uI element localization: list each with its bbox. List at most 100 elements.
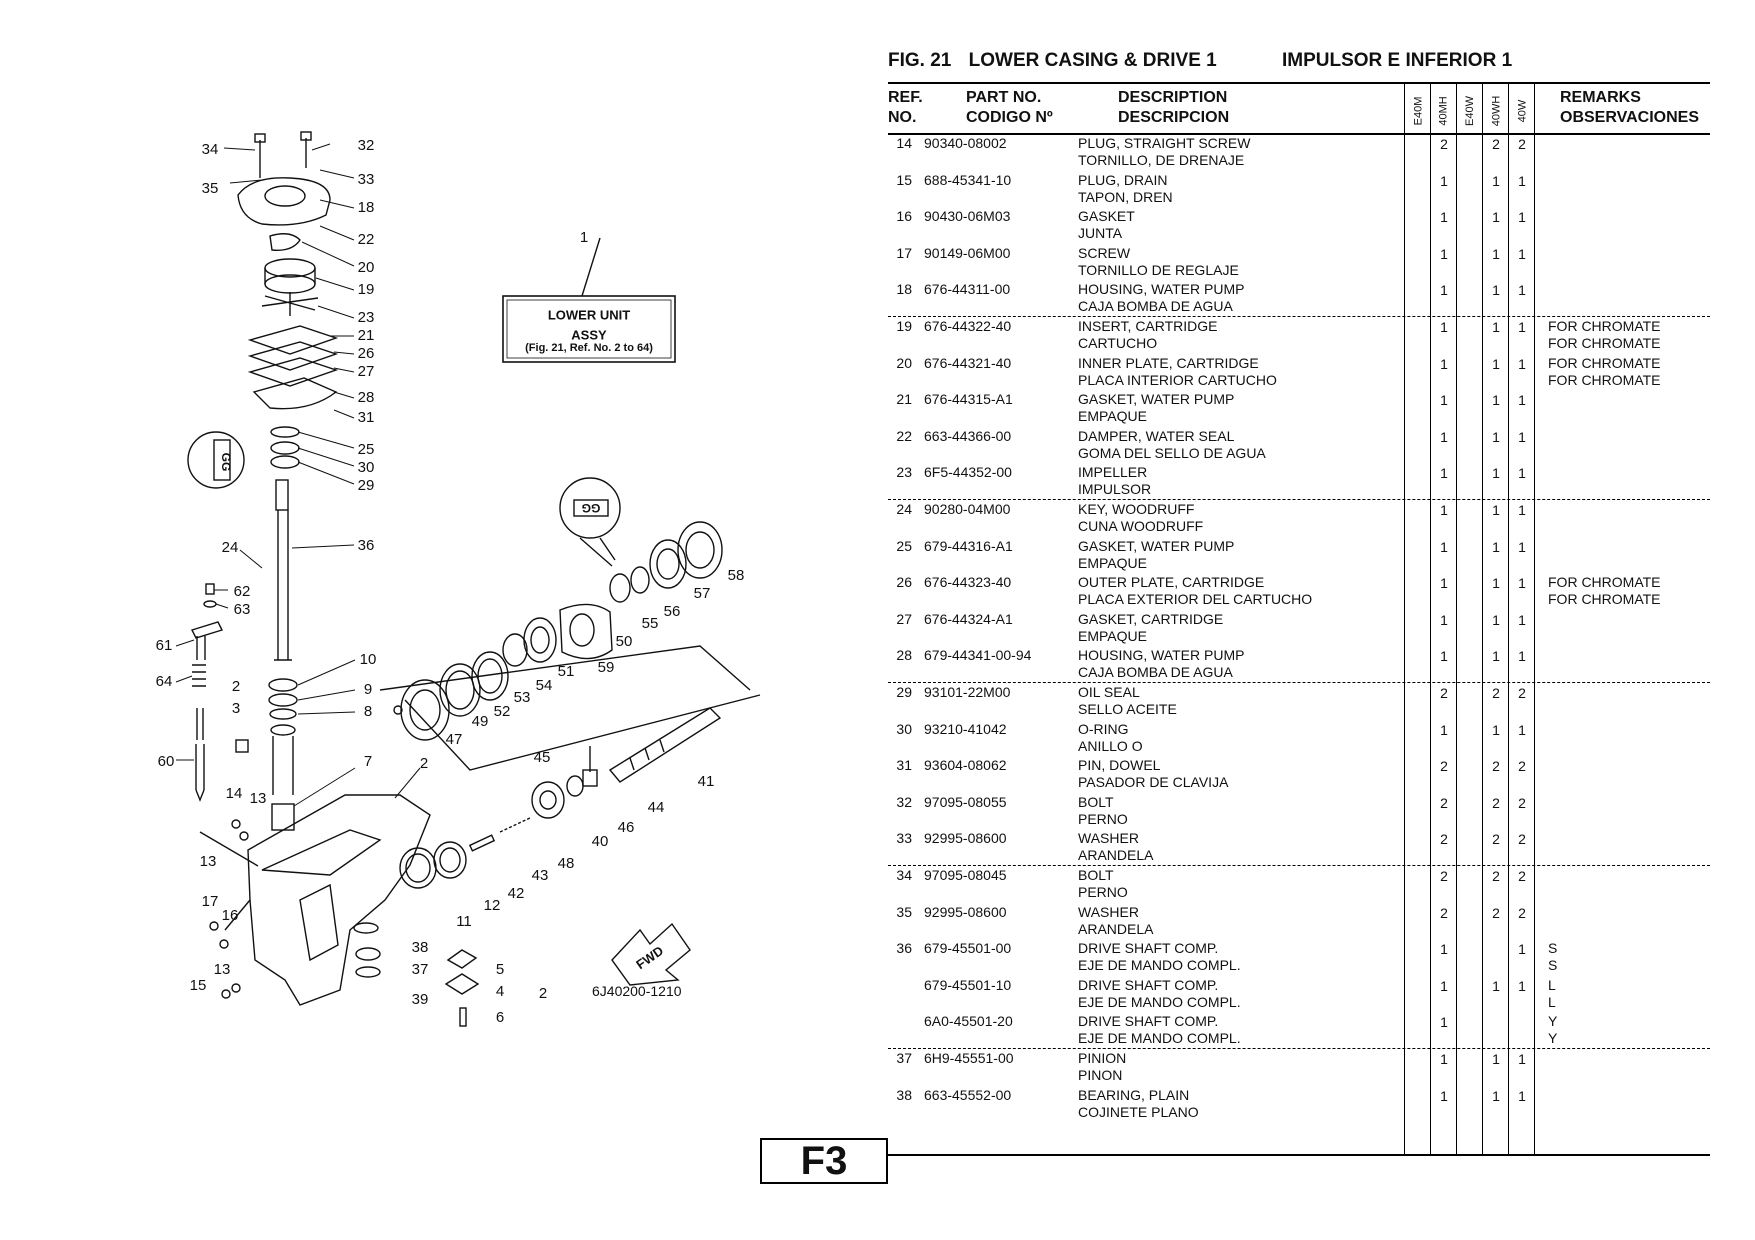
label-line-3: (Fig. 21, Ref. No. 2 to 64): [525, 342, 653, 354]
quantity-cell: 1: [1518, 721, 1526, 738]
ref-no: 34: [896, 867, 912, 883]
callouts: 1 2 2 2 3 4 5 6 7 8 9 10 11 12 13 13 13 …: [156, 137, 745, 1026]
part-number: 676-44315-A1: [924, 391, 1013, 408]
quantity-cell: 1: [1518, 245, 1526, 262]
vrule-4: [1482, 84, 1484, 1154]
description-es: CAJA BOMBA DE AGUA: [1078, 664, 1233, 681]
ref-no: 16: [896, 208, 912, 225]
svg-text:51: 51: [558, 663, 575, 680]
group-separator: [888, 865, 1710, 866]
quantity-cell: 2: [1492, 794, 1500, 811]
group-separator: [888, 1048, 1710, 1049]
svg-text:24: 24: [222, 539, 239, 556]
svg-text:58: 58: [728, 567, 745, 584]
remark-en: FOR CHROMATE: [1548, 354, 1661, 371]
quantity-cell: 1: [1440, 465, 1448, 482]
description-en: O-RING: [1078, 720, 1129, 737]
quantity-cell: 1: [1492, 428, 1500, 445]
quantity-cell: 2: [1518, 794, 1526, 811]
quantity-cell: 1: [1492, 465, 1500, 482]
quantity-cell: 1: [1518, 209, 1526, 226]
description-es: PASADOR DE CLAVIJA: [1078, 774, 1229, 791]
svg-text:25: 25: [358, 441, 375, 458]
svg-text:14: 14: [226, 785, 243, 802]
description-es: EMPAQUE: [1078, 408, 1147, 425]
svg-text:15: 15: [190, 977, 207, 994]
svg-text:40: 40: [592, 833, 609, 850]
description-en: GASKET, WATER PUMP: [1078, 391, 1235, 408]
description-en: GASKET, WATER PUMP: [1078, 537, 1235, 554]
description-en: INNER PLATE, CARTRIDGE: [1078, 354, 1259, 371]
svg-text:17: 17: [202, 893, 219, 910]
description-es: ANILLO O: [1078, 737, 1143, 754]
figure-heading: FIG. 21 LOWER CASING & DRIVE 1 IMPULSOR …: [888, 50, 1512, 72]
part-number: 679-44316-A1: [924, 537, 1013, 554]
ref-no: 24: [896, 501, 912, 517]
gg-mark-right: GG: [582, 501, 601, 515]
ref-no: 28: [896, 647, 912, 664]
description-en: HOUSING, WATER PUMP: [1078, 647, 1245, 664]
remark-es: FOR CHROMATE: [1548, 335, 1661, 351]
quantity-cell: 2: [1440, 685, 1448, 701]
description-es: PINON: [1078, 1067, 1123, 1083]
ref-no: 15: [896, 171, 912, 188]
quantity-cell: 1: [1440, 648, 1448, 665]
col-part-header: PART NO.CODIGO Nº: [966, 89, 1053, 126]
svg-text:22: 22: [358, 231, 375, 248]
svg-text:18: 18: [358, 199, 375, 216]
part-number: 679-45501-10: [924, 976, 1012, 993]
svg-text:21: 21: [358, 327, 375, 344]
svg-text:10: 10: [360, 651, 377, 668]
svg-text:38: 38: [412, 939, 429, 956]
page-label: F3: [760, 1138, 888, 1184]
part-number: 92995-08600: [924, 903, 1007, 920]
svg-text:49: 49: [472, 713, 489, 730]
label-line-2: ASSY: [571, 328, 607, 343]
svg-text:28: 28: [358, 389, 375, 406]
part-number: 6A0-45501-20: [924, 1013, 1013, 1030]
description-en: PIN, DOWEL: [1078, 757, 1161, 774]
description-es: EJE DE MANDO COMPL.: [1078, 957, 1241, 974]
svg-text:61: 61: [156, 637, 173, 654]
quantity-cell: 1: [1518, 538, 1526, 555]
part-number: 92995-08600: [924, 830, 1007, 847]
description-es: EMPAQUE: [1078, 627, 1147, 644]
ref-no: 14: [896, 135, 912, 151]
description-en: GASKET: [1078, 208, 1135, 225]
quantity-cell: 1: [1440, 977, 1448, 994]
quantity-cell: 1: [1440, 1087, 1448, 1104]
svg-text:63: 63: [234, 601, 251, 618]
remark-en: S: [1548, 940, 1558, 957]
svg-text:59: 59: [598, 659, 615, 676]
ref-no: 17: [896, 244, 912, 261]
quantity-cell: 2: [1492, 831, 1500, 848]
ref-no: 33: [896, 830, 912, 847]
figure-title-es: IMPULSOR E INFERIOR 1: [1282, 50, 1513, 71]
part-number: 97095-08045: [924, 867, 1007, 883]
quantity-cell: 1: [1440, 392, 1448, 409]
quantity-cell: 1: [1440, 575, 1448, 592]
vrule-3: [1456, 84, 1458, 1154]
quantity-cell: 2: [1440, 904, 1448, 921]
quantity-cell: 1: [1440, 941, 1448, 958]
description-es: CAJA BOMBA DE AGUA: [1078, 298, 1233, 315]
quantity-cell: 1: [1518, 977, 1526, 994]
svg-text:62: 62: [234, 583, 251, 600]
ref-no: 20: [896, 354, 912, 371]
svg-text:2: 2: [232, 678, 240, 695]
part-number: 663-45552-00: [924, 1086, 1012, 1103]
ref-no: 21: [896, 391, 912, 408]
svg-text:31: 31: [358, 409, 375, 426]
part-number: 93101-22M00: [924, 684, 1011, 700]
quantity-cell: 2: [1518, 136, 1526, 152]
quantity-cell: 1: [1492, 1051, 1500, 1067]
part-number: 97095-08055: [924, 793, 1007, 810]
table-top-rule: [888, 82, 1710, 84]
